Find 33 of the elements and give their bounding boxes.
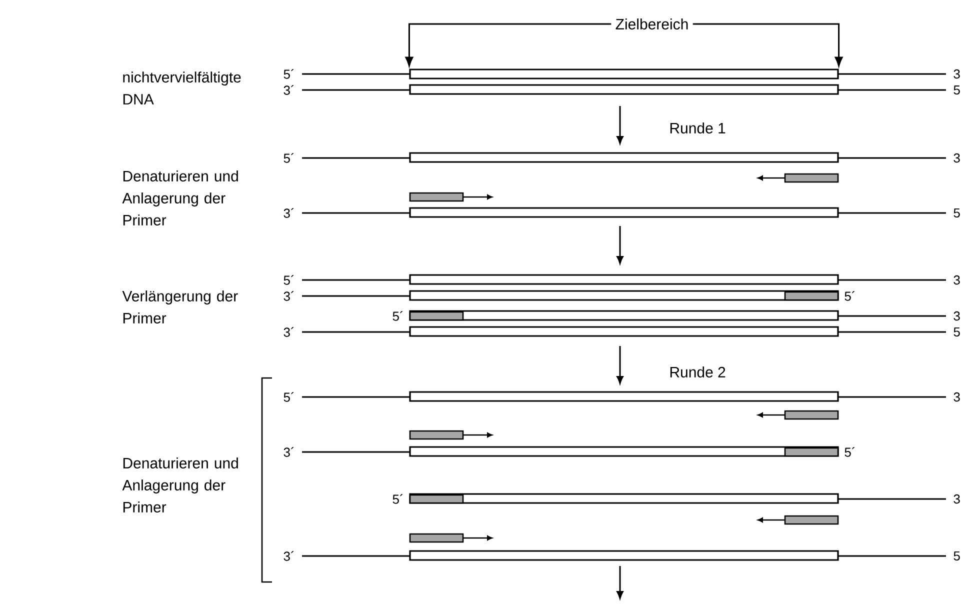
round-label: Runde 2 <box>670 366 726 378</box>
strand-end-label: 5´ <box>844 447 855 457</box>
round-label: Runde 1 <box>670 122 726 134</box>
strand-end-label: 5´ <box>284 153 294 163</box>
leader-arrow <box>405 23 612 66</box>
strand-end-label: 3´ <box>284 85 294 95</box>
strand-end-label: 3´ <box>284 291 294 301</box>
strand-end-label: 5´ <box>392 494 403 504</box>
step-label: Verlängerung der Primer <box>122 290 238 324</box>
strand-end-label: 5 <box>954 208 960 218</box>
strand-end-label: 5´ <box>392 311 403 321</box>
step-label: Denaturieren und Anlagerung der Primer <box>122 457 238 512</box>
strand-end-label: 5´ <box>844 291 855 301</box>
strand-end-label: 3 <box>954 392 960 402</box>
region-label: Zielbereich <box>616 18 688 30</box>
strand-end-label: 3 <box>954 311 960 321</box>
strand-end-label: 5 <box>954 85 960 95</box>
strand-end-label: 5´ <box>284 69 294 79</box>
strand-end-label: 3 <box>954 494 960 504</box>
strand-end-label: 3 <box>954 275 960 285</box>
strand-end-label: 3´ <box>284 208 294 218</box>
strand-end-label: 5 <box>954 551 960 561</box>
strand-end-label: 3 <box>954 153 960 163</box>
strand-end-label: 5´ <box>284 392 294 402</box>
leader-arrow <box>692 23 843 66</box>
strand-end-label: 3´ <box>284 551 294 561</box>
strand-end-label: 5´ <box>284 275 294 285</box>
strand-end-label: 3´ <box>284 327 294 337</box>
step-label: Denaturieren und Anlagerung der Primer <box>122 170 238 226</box>
strand-end-label: 5 <box>954 327 960 337</box>
step-label: nichtvervielfältigte DNA <box>123 72 241 104</box>
strand-end-label: 3 <box>954 69 960 79</box>
strand-end-label: 3´ <box>284 447 294 457</box>
